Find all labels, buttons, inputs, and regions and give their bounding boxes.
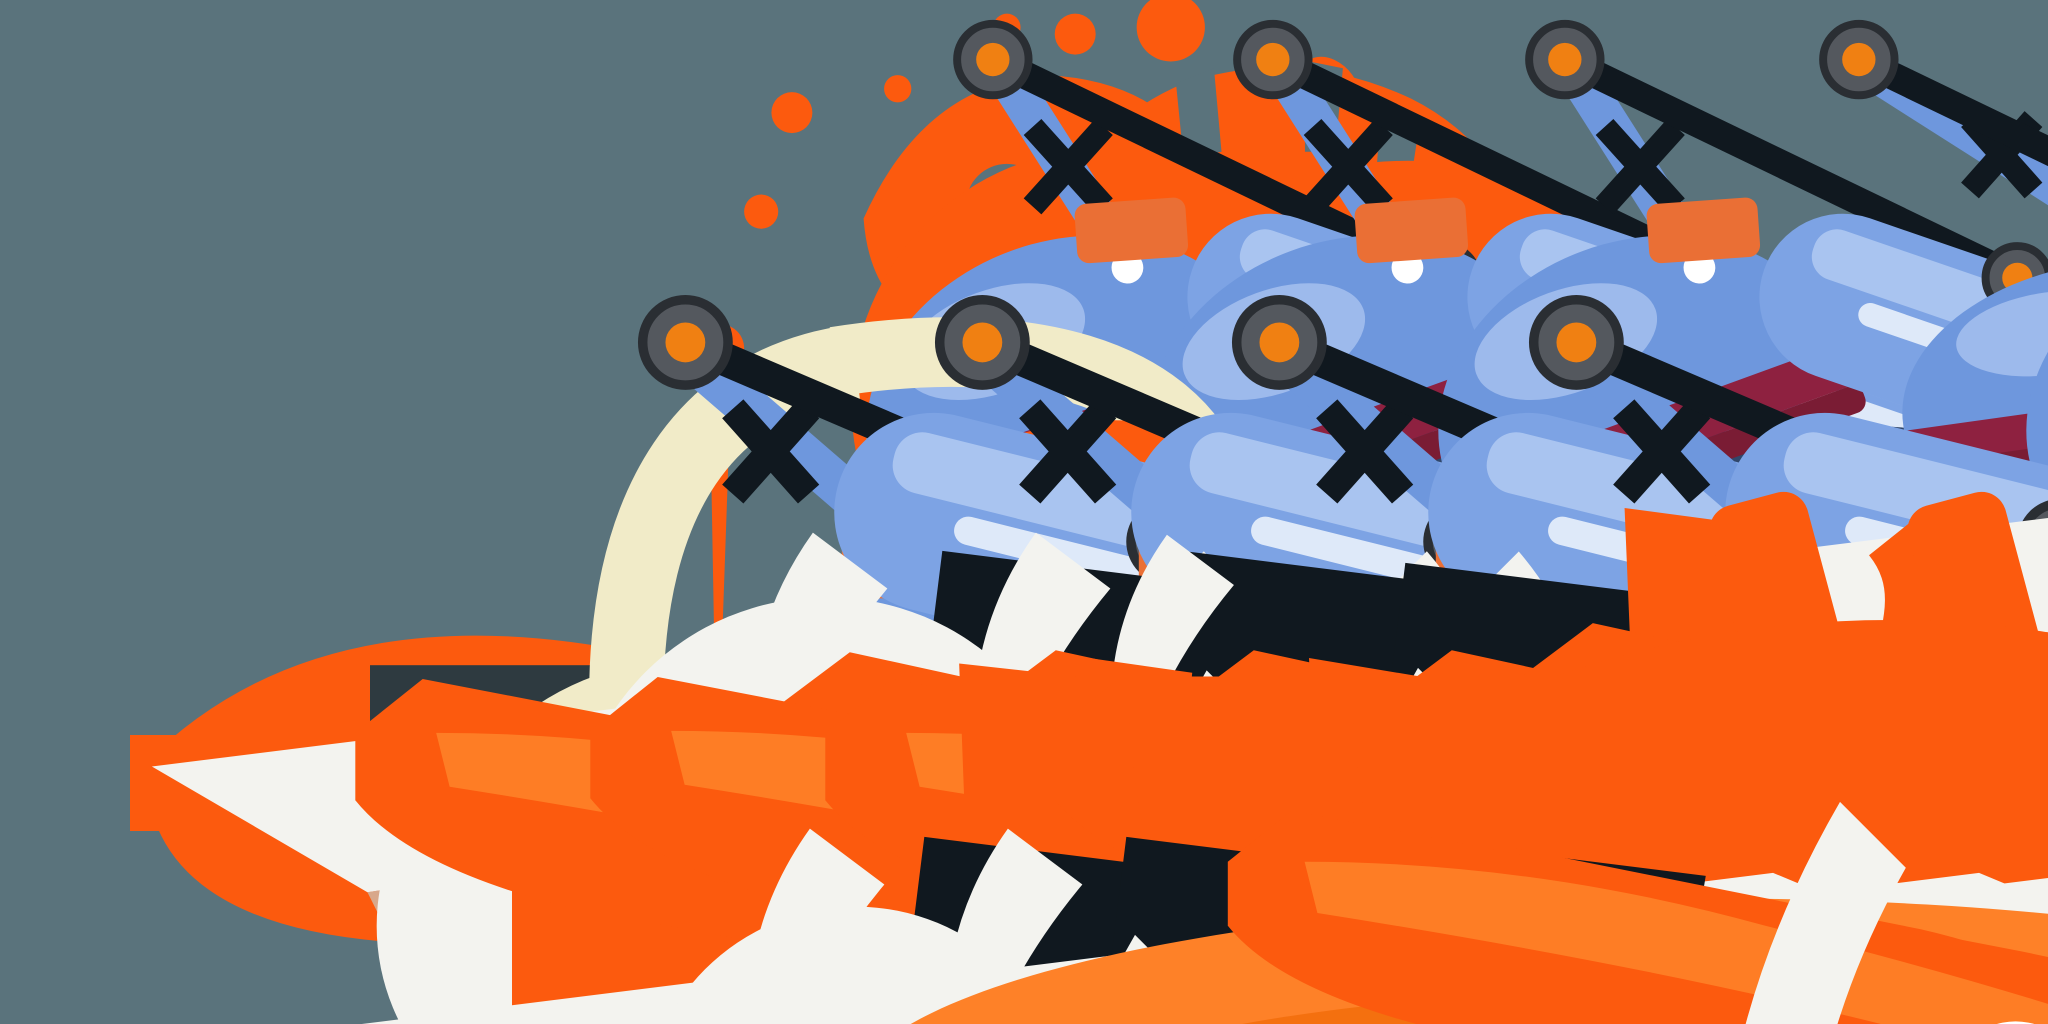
sprite-sheet-canvas bbox=[62, 0, 2048, 1024]
sprite-sheet-stage bbox=[62, 0, 2048, 1024]
